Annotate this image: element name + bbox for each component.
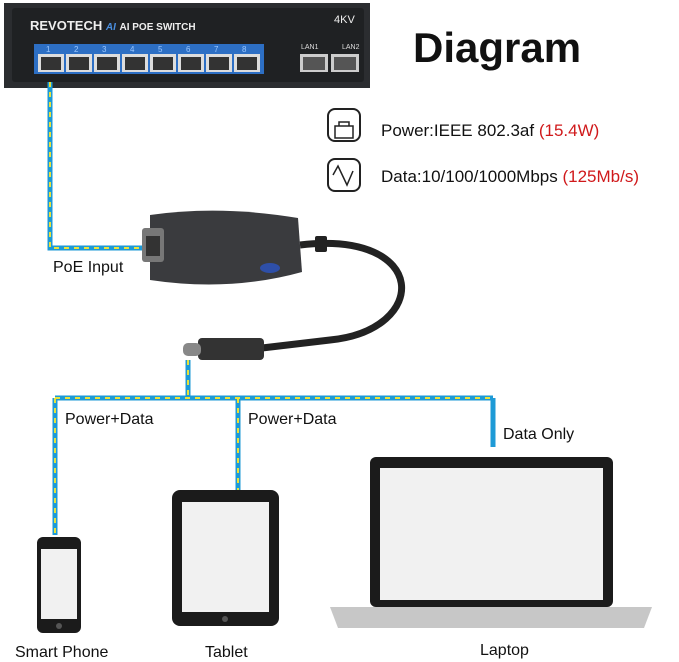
surge-badge: 4KV (334, 14, 355, 26)
port-number: 7 (214, 45, 219, 54)
lan1-label: LAN1 (301, 44, 319, 51)
power-spec: Power:IEEE 802.3af (15.4W) (381, 121, 600, 140)
port-number: 3 (102, 45, 107, 54)
data-only-label: Data Only (503, 426, 575, 443)
port-number: 2 (74, 45, 79, 54)
tablet-label: Tablet (205, 644, 248, 661)
smartphone (37, 537, 81, 633)
cables (47, 82, 496, 535)
port-number: 1 (46, 45, 51, 54)
power-data-label: Power+Data (248, 411, 337, 428)
poe-input-label: PoE Input (53, 259, 124, 276)
poe-switch: 1 2 3 4 5 6 7 8 (4, 3, 370, 88)
laptop-label: Laptop (480, 642, 529, 659)
data-spec: Data:10/100/1000Mbps (125Mb/s) (381, 167, 640, 186)
laptop (330, 457, 652, 628)
port-number: 4 (130, 45, 135, 54)
data-spec-icon (327, 158, 361, 192)
port-number: 6 (186, 45, 191, 54)
tablet (172, 490, 279, 626)
power-data-label: Power+Data (65, 411, 154, 428)
port-number: 5 (158, 45, 163, 54)
power-spec-icon (327, 108, 361, 142)
lan2-label: LAN2 (342, 44, 360, 51)
port-number: 8 (242, 45, 247, 54)
brand-logo: REVOTECH AI AI POE SWITCH (30, 18, 196, 33)
poe-splitter-adapter (142, 210, 327, 360)
smartphone-label: Smart Phone (15, 644, 109, 661)
data-wave-icon (332, 164, 354, 187)
page-title: Diagram (413, 24, 582, 71)
